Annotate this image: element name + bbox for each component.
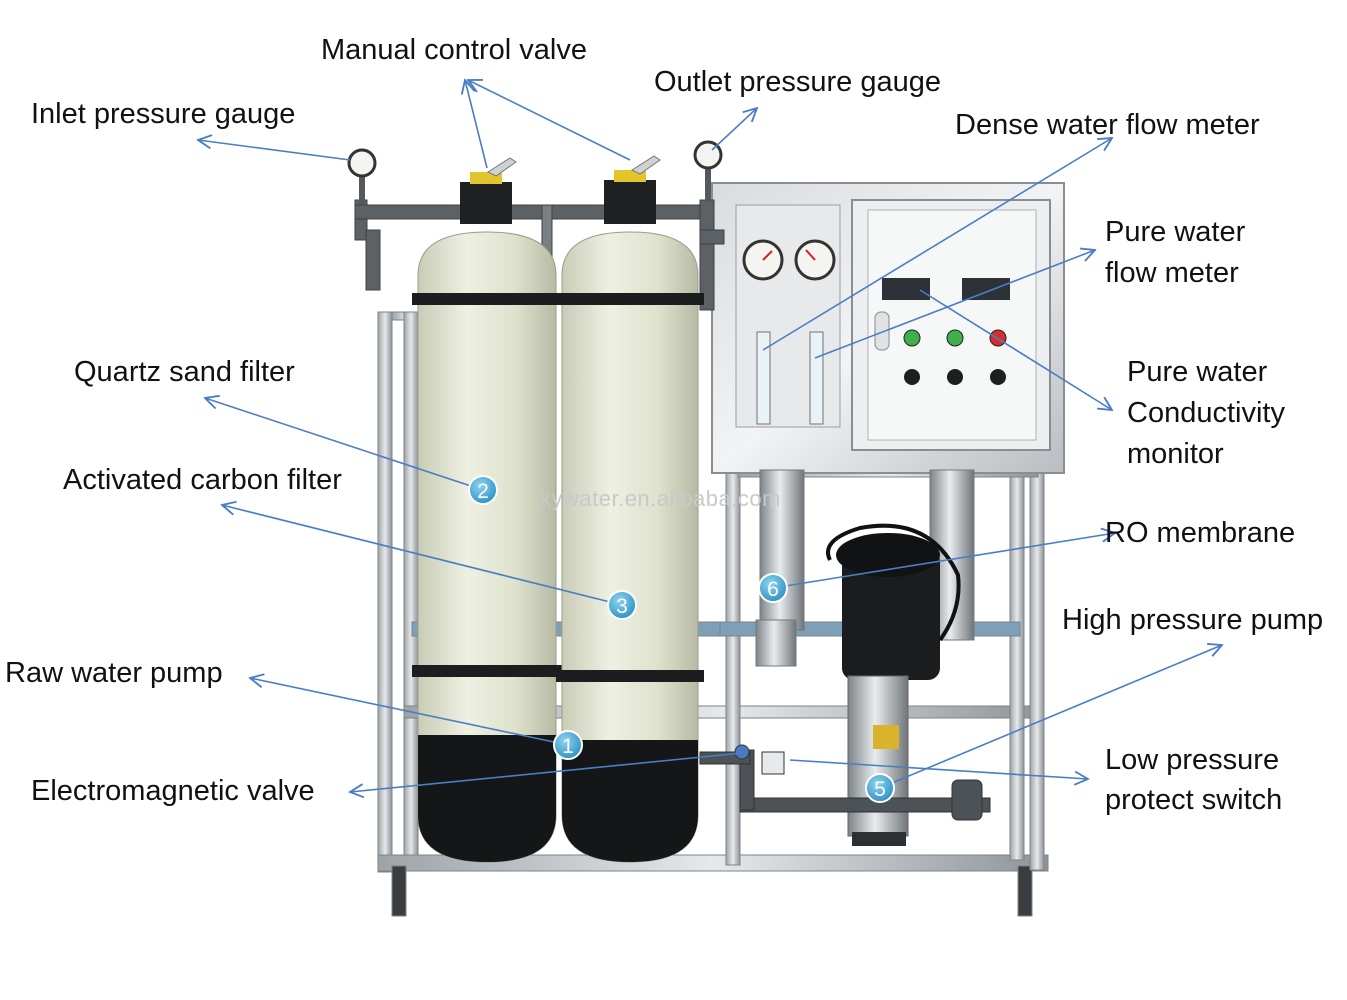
label-dense-water-flow-meter: Dense water flow meter [955, 109, 1260, 141]
label-outlet-pressure-gauge: Outlet pressure gauge [654, 66, 941, 98]
marker-1-label: 1 [562, 735, 574, 758]
label-pure-water-flow-meter-line2: flow meter [1105, 257, 1239, 289]
arrow-dense-flow [762, 138, 1112, 351]
marker-6-label: 6 [767, 578, 779, 601]
label-conductivity-line3: monitor [1127, 438, 1224, 470]
arrow-low-pressure [789, 759, 1088, 779]
bottom-piping [699, 744, 991, 821]
arrow-manual-valve-2 [468, 80, 631, 161]
marker-6: 6 [758, 573, 788, 603]
arrow-outlet-gauge [711, 108, 757, 151]
label-conductivity-line2: Conductivity [1127, 397, 1285, 429]
watermark: kywater.en.alibaba.com [540, 486, 781, 511]
arrow-quartz [205, 398, 484, 491]
marker-2: 2 [468, 475, 498, 505]
label-quartz-sand-filter: Quartz sand filter [74, 356, 295, 388]
marker-5: 5 [865, 773, 895, 803]
arrow-manual-valve-1 [465, 80, 488, 169]
label-low-pressure-line1: Low pressure [1105, 744, 1280, 776]
label-high-pressure-pump: High pressure pump [1062, 604, 1324, 636]
marker-5-label: 5 [874, 778, 886, 801]
label-electromagnetic-valve: Electromagnetic valve [31, 775, 315, 807]
arrow-electromagnetic [350, 752, 743, 792]
arrow-pure-flow [814, 250, 1095, 359]
marker-2-label: 2 [477, 480, 489, 503]
marker-1: 1 [553, 730, 583, 760]
control-panel [711, 182, 1065, 474]
label-low-pressure-line2: protect switch [1105, 784, 1283, 816]
quartz-sand-filter-tank [412, 157, 562, 863]
pipe-gauges [347, 140, 723, 204]
label-conductivity-line1: Pure water [1127, 356, 1268, 388]
marker-3: 3 [607, 590, 637, 620]
arrow-high-pressure [879, 645, 1222, 789]
label-raw-water-pump: Raw water pump [5, 657, 223, 689]
arrow-carbon [222, 505, 623, 606]
activated-carbon-filter-tank [556, 155, 704, 863]
arrow-conductivity [919, 289, 1112, 410]
arrow-inlet-gauge [198, 140, 351, 161]
arrow-raw-pump [250, 678, 569, 746]
marker-3-label: 3 [616, 595, 628, 618]
label-inlet-pressure-gauge: Inlet pressure gauge [31, 98, 296, 130]
label-activated-carbon-filter: Activated carbon filter [63, 464, 342, 496]
label-ro-membrane: RO membrane [1105, 517, 1296, 549]
label-manual-control-valve: Manual control valve [321, 34, 587, 66]
arrow-ro [772, 533, 1115, 589]
label-pure-water-flow-meter-line1: Pure water [1105, 216, 1246, 248]
